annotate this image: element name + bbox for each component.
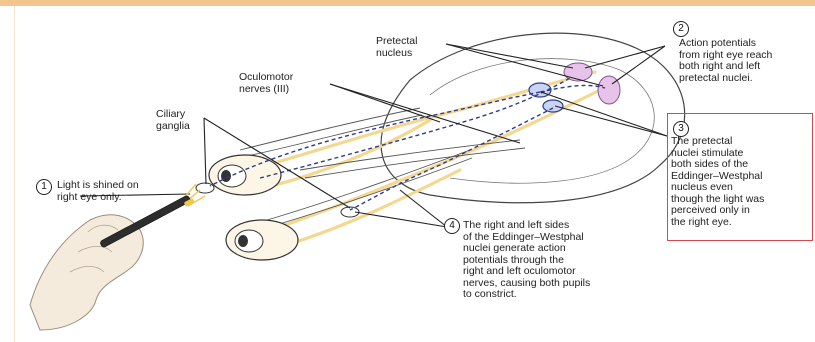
- label-ciliary-ganglia: Ciliary ganglia: [156, 109, 190, 132]
- step-2-number: 2: [673, 21, 689, 37]
- ew-nucleus-lower: [543, 100, 563, 112]
- hand-with-penlight: [30, 195, 195, 330]
- step-4-number: 4: [444, 218, 460, 234]
- step-1-text: Light is shined on right eye only.: [57, 180, 139, 203]
- label-oculomotor-nerves: Oculomotor nerves (III): [239, 72, 293, 95]
- label-pretectal-nucleus: Pretectal nucleus: [376, 36, 417, 59]
- step-2-text: Action potentials from right eye reach b…: [679, 38, 772, 84]
- left-eye: [226, 220, 298, 260]
- step-3-text: The pretectal nuclei stimulate both side…: [671, 136, 764, 228]
- step-1-number: 1: [36, 179, 52, 195]
- step-4-text: The right and left sides of the Eddinger…: [463, 220, 590, 301]
